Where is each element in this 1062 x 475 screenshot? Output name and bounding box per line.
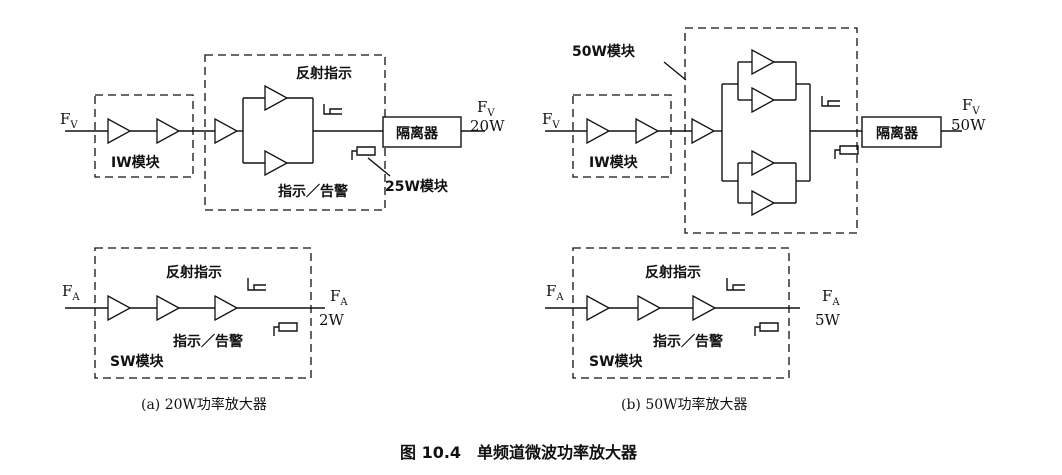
amplifier-triangle xyxy=(637,294,662,322)
amplifier-triangle xyxy=(751,86,776,114)
amplifier-triangle xyxy=(586,117,611,145)
amplifier-triangle xyxy=(751,48,776,76)
figure-title: 图 10.4 单频道微波功率放大器 xyxy=(400,443,638,462)
diagram-b-top: 隔离器 FV FV 50W IW模块 50W模块 xyxy=(542,27,986,234)
input-label: FV xyxy=(542,110,560,131)
amplifier-triangle xyxy=(635,117,660,145)
output-label: FA xyxy=(822,287,840,308)
module-25w-box-a xyxy=(204,54,386,211)
amplifier-triangle xyxy=(586,294,611,322)
indicator-symbol xyxy=(726,278,745,291)
isolator-label: 隔离器 xyxy=(396,125,439,142)
module-sw-box-b xyxy=(572,247,790,379)
indicator-symbol xyxy=(834,145,859,159)
isolator-box-a xyxy=(382,116,462,148)
output-label: FV xyxy=(962,96,980,117)
output-power: 20W xyxy=(470,117,505,135)
amplifier-triangle xyxy=(751,189,776,217)
diagram-b-bottom: FA FA 5W 反射指示 指示／告警 SW模块 xyxy=(545,247,841,379)
module-1w-box-b xyxy=(572,94,672,178)
module-sw-label: SW模块 xyxy=(110,353,165,370)
module-25w-label: 25W模块 xyxy=(385,178,449,195)
input-label: FV xyxy=(60,110,78,131)
output-label: FV xyxy=(477,98,495,119)
indicator-symbol xyxy=(323,104,342,115)
isolator-box-b xyxy=(861,116,942,148)
input-label: FA xyxy=(62,282,80,303)
amplifier-triangle xyxy=(692,294,717,322)
output-power: 2W xyxy=(319,311,345,329)
amplifier-triangle xyxy=(156,117,181,145)
reflect-label: 反射指示 xyxy=(166,264,222,281)
diagram-a-bottom: FA FA 2W 反射指示 指示／告警 SW模块 xyxy=(62,247,348,379)
amplifier-triangle xyxy=(264,149,289,177)
module-sw-label: SW模块 xyxy=(589,353,644,370)
indicator-symbol xyxy=(273,322,298,336)
amplifier-triangle xyxy=(214,117,239,145)
alarm-label: 指示／告警 xyxy=(278,183,348,200)
indicator-symbol xyxy=(754,322,779,336)
amplifier-triangle xyxy=(751,149,776,177)
amplifier-triangle xyxy=(214,294,239,322)
output-label: FA xyxy=(330,287,348,308)
module-sw-box-a xyxy=(94,247,312,379)
output-power: 50W xyxy=(951,116,986,134)
caption-a: (a) 20W功率放大器 xyxy=(141,396,267,413)
module-1w-box-a xyxy=(94,94,194,178)
module-50w-label: 50W模块 xyxy=(572,43,636,60)
reflect-label: 反射指示 xyxy=(296,65,352,82)
module-1w-label: IW模块 xyxy=(589,154,639,171)
reflect-label: 反射指示 xyxy=(645,264,701,281)
caption-b: (b) 50W功率放大器 xyxy=(621,396,748,413)
output-power: 5W xyxy=(815,311,841,329)
module-1w-label: IW模块 xyxy=(111,154,161,171)
indicator-symbol xyxy=(351,146,376,160)
input-label: FA xyxy=(546,282,564,303)
amplifier-triangle xyxy=(691,117,716,145)
amplifier-triangle xyxy=(107,294,132,322)
indicator-symbol xyxy=(247,278,266,291)
indicator-symbol xyxy=(821,96,840,107)
alarm-label: 指示／告警 xyxy=(173,333,243,350)
diagram-a-top: 隔离器 FV FV 20W IW模块 25W模块 反射指示 指示／告警 xyxy=(60,54,505,211)
alarm-label: 指示／告警 xyxy=(653,333,723,350)
amplifier-triangle xyxy=(107,117,132,145)
isolator-label: 隔离器 xyxy=(876,125,919,142)
amplifier-triangle xyxy=(264,84,289,112)
amplifier-triangle xyxy=(156,294,181,322)
